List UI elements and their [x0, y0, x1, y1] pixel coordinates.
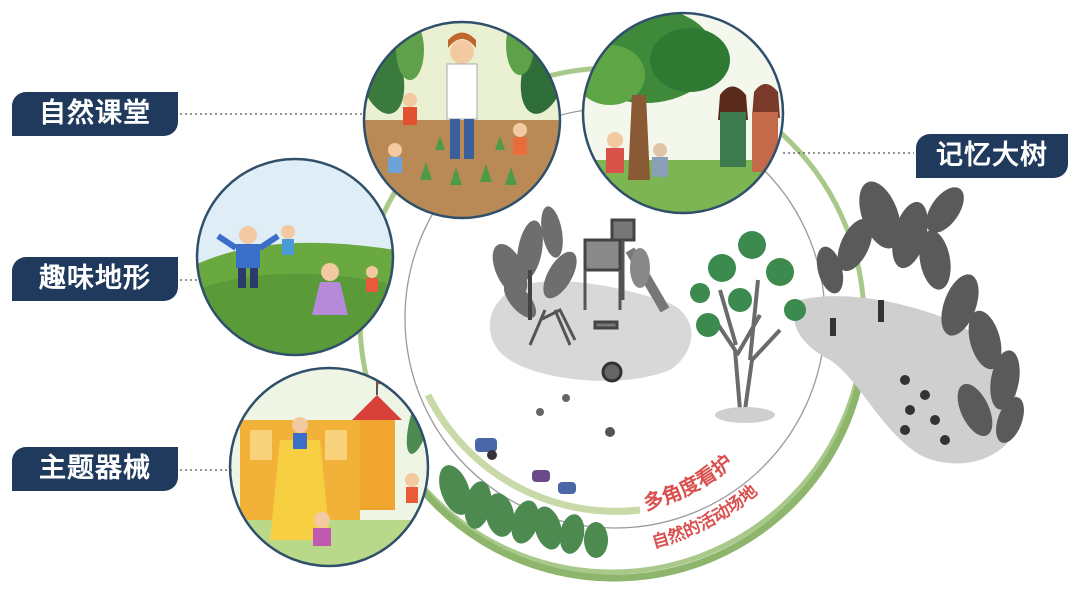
circle-fun-terrain: [195, 157, 395, 357]
inner-ring-accent: [424, 393, 641, 515]
label-theme-equipment: 主题器械: [12, 447, 178, 491]
center-green-tree: [690, 231, 806, 423]
circle-memory-tree: [581, 11, 785, 215]
connector-lines: [180, 113, 914, 471]
label-fun-terrain: 趣味地形: [12, 257, 178, 301]
circle-nature-classroom: [362, 20, 562, 220]
outer-ring-accent: [376, 379, 864, 582]
playground-ground: [489, 281, 692, 381]
label-nature-classroom: 自然课堂: [12, 92, 178, 136]
children-on-path: [475, 394, 615, 494]
grey-trees-left: [492, 206, 650, 320]
grey-forest-right: [816, 181, 1024, 443]
green-bushes-bottom: [439, 465, 608, 558]
circle-theme-equipment: [228, 366, 430, 568]
label-memory-tree: 记忆大树: [916, 134, 1068, 178]
forest-small-figures: [830, 300, 950, 445]
